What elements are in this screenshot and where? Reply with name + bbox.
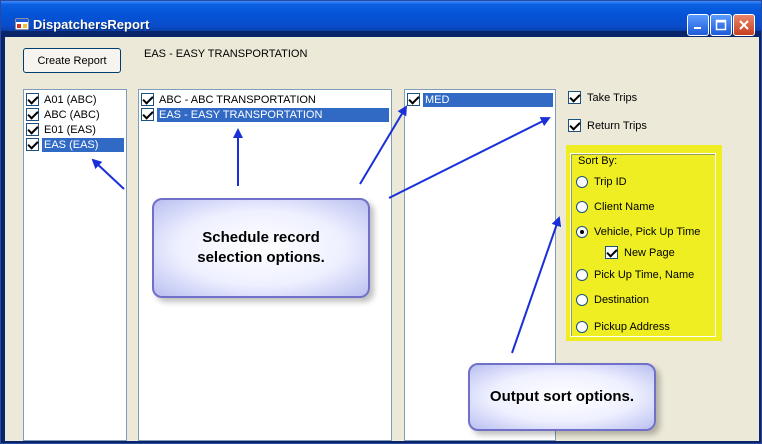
callout-schedule: Schedule record selection options. xyxy=(152,198,370,298)
checkbox[interactable] xyxy=(141,108,154,121)
selected-agency-label: EAS - EASY TRANSPORTATION xyxy=(144,48,308,60)
radio-pickup-time-name[interactable]: Pick Up Time, Name xyxy=(576,269,694,281)
sort-by-frame xyxy=(570,153,716,337)
create-report-button[interactable]: Create Report xyxy=(23,48,121,73)
checkbox[interactable] xyxy=(568,119,581,132)
radio-pickup-address[interactable]: Pickup Address xyxy=(576,321,670,333)
radio-button[interactable] xyxy=(576,201,588,213)
new-page-checkbox[interactable]: New Page xyxy=(605,246,675,259)
codes-listbox[interactable]: A01 (ABC) ABC (ABC) E01 (EAS) EAS (EAS) xyxy=(23,89,127,441)
checkbox[interactable] xyxy=(141,93,154,106)
list-item-selected[interactable]: EAS (EAS) xyxy=(26,137,124,152)
list-item[interactable]: E01 (EAS) xyxy=(26,122,98,137)
app-icon xyxy=(15,18,29,30)
checkbox[interactable] xyxy=(568,91,581,104)
return-trips-checkbox[interactable]: Return Trips xyxy=(568,119,647,132)
list-item[interactable]: A01 (ABC) xyxy=(26,92,99,107)
maximize-button[interactable] xyxy=(710,14,732,36)
radio-button[interactable] xyxy=(576,269,588,281)
list-item[interactable]: ABC (ABC) xyxy=(26,107,102,122)
checkbox[interactable] xyxy=(26,93,39,106)
radio-button[interactable] xyxy=(576,294,588,306)
checkbox[interactable] xyxy=(26,138,39,151)
close-button[interactable] xyxy=(733,14,755,36)
maximize-icon xyxy=(715,19,727,31)
list-item-selected[interactable]: MED xyxy=(407,92,553,107)
window-title: DispatchersReport xyxy=(33,17,150,32)
checkbox[interactable] xyxy=(407,93,420,106)
take-trips-label: Take Trips xyxy=(587,91,638,104)
close-icon xyxy=(739,20,749,30)
checkbox[interactable] xyxy=(605,246,618,259)
radio-vehicle-pickup-time[interactable]: Vehicle, Pick Up Time xyxy=(576,226,700,238)
radio-button-selected[interactable] xyxy=(576,226,588,238)
sort-by-group: Sort By: Trip ID Client Name Vehicle, Pi… xyxy=(566,145,722,341)
callout-output: Output sort options. xyxy=(468,363,656,431)
checkbox[interactable] xyxy=(26,123,39,136)
return-trips-label: Return Trips xyxy=(587,119,647,132)
minimize-icon xyxy=(694,27,701,29)
radio-button[interactable] xyxy=(576,176,588,188)
title-bar[interactable]: DispatchersReport xyxy=(1,1,761,36)
radio-button[interactable] xyxy=(576,321,588,333)
radio-trip-id[interactable]: Trip ID xyxy=(576,176,627,188)
list-item-selected[interactable]: EAS - EASY TRANSPORTATION xyxy=(141,107,389,122)
list-item[interactable]: ABC - ABC TRANSPORTATION xyxy=(141,92,318,107)
take-trips-checkbox[interactable]: Take Trips xyxy=(568,91,637,104)
minimize-button[interactable] xyxy=(687,14,709,36)
radio-client-name[interactable]: Client Name xyxy=(576,201,655,213)
radio-destination[interactable]: Destination xyxy=(576,294,649,306)
checkbox[interactable] xyxy=(26,108,39,121)
sort-by-legend: Sort By: xyxy=(576,155,620,167)
